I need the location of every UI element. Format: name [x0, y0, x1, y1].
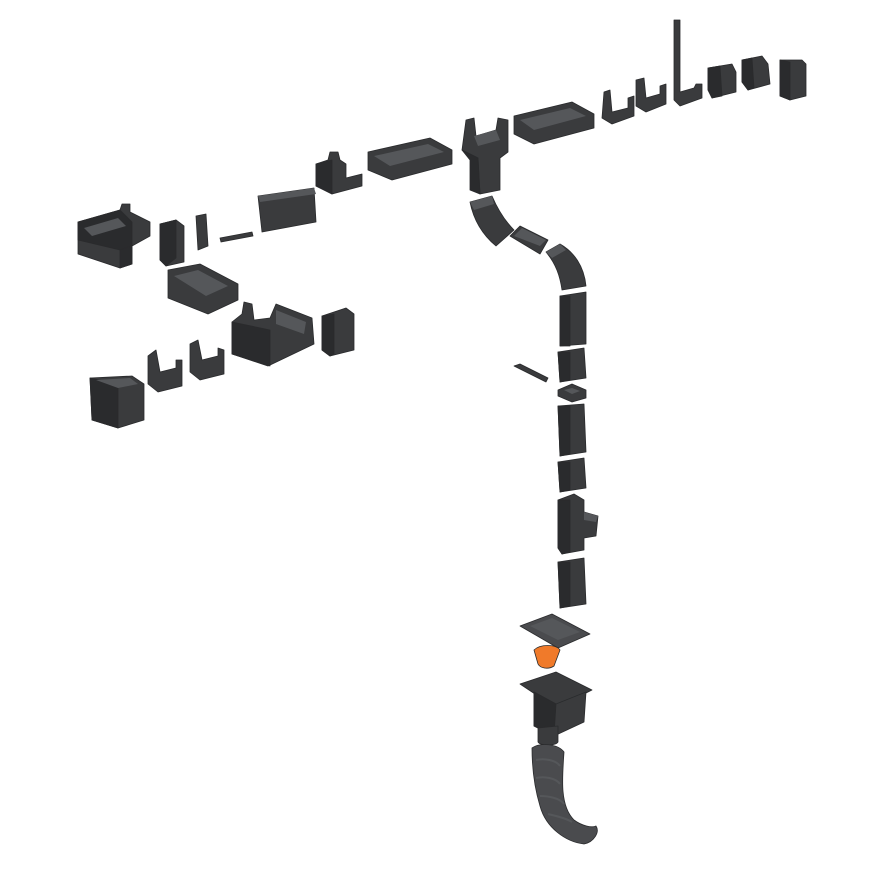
- gutter-half-section: [167, 263, 239, 315]
- drain-collector-box: [519, 671, 593, 746]
- gutter-corner-external: [77, 203, 151, 269]
- gutter-corner-internal: [231, 301, 315, 367]
- gutter-connector-clip: [195, 213, 209, 251]
- downpipe-wall-bracket: [557, 383, 587, 403]
- gutter-section-right: [513, 101, 595, 145]
- drain-strainer-basket: [533, 645, 561, 669]
- gutter-box-corner: [89, 375, 145, 429]
- gutter-section-long: [367, 137, 453, 181]
- downpipe-branch-tee: [557, 493, 599, 555]
- downpipe-elbow-top: [469, 195, 515, 247]
- downpipe-screw: [513, 363, 549, 383]
- gutter-outlet-funnel: [461, 117, 509, 195]
- drain-flexible-hose: [531, 744, 598, 845]
- gutter-end-piece: [741, 55, 771, 91]
- gutter-end-cap-left: [159, 219, 185, 267]
- gutter-hook-small: [635, 77, 667, 113]
- downpipe-section-3: [557, 557, 587, 609]
- gutter-outlet-bracket: [315, 151, 363, 195]
- gutter-end-cap-small: [321, 307, 355, 357]
- drain-grate-plate: [519, 613, 591, 649]
- downpipe-section-2: [557, 403, 587, 457]
- downpipe-offset-section: [509, 225, 549, 255]
- gutter-section-short: [257, 187, 317, 233]
- downpipe-section-1: [559, 291, 587, 347]
- gutter-bracket-a: [147, 349, 183, 393]
- gutter-joint: [707, 63, 737, 99]
- gutter-hanger-rod: [219, 231, 254, 243]
- downpipe-elbow-lower: [545, 243, 587, 291]
- gutter-hook: [601, 89, 635, 125]
- downpipe-coupler-1: [557, 347, 587, 383]
- gutter-end-cap-right: [779, 59, 807, 101]
- downpipe-coupler-2: [557, 457, 587, 493]
- gutter-bracket-b: [189, 339, 225, 381]
- gutter-long-hanger: [673, 19, 703, 107]
